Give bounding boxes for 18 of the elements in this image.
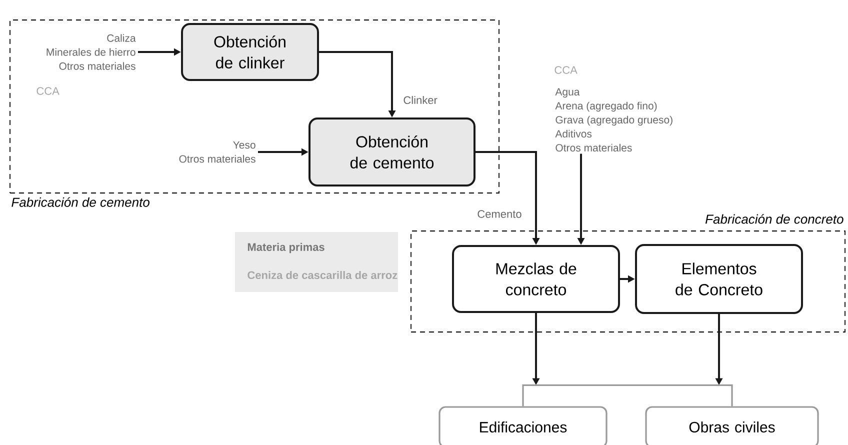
input-list: Caliza Minerales de hierro Otros materiales (46, 34, 136, 70)
result-box: Edificaciones (438, 406, 608, 445)
connector-line (522, 384, 733, 406)
process-box: Obtención de clinker (181, 23, 319, 81)
material-label: CCA (554, 66, 578, 74)
edge-label: Clinker (402, 94, 438, 106)
input-list: Yeso Otros materiales (179, 141, 256, 163)
legend-entry: Materia primas (248, 242, 324, 254)
process-box: Obtención de cemento (308, 118, 476, 186)
legend-entry: Ceniza de cascarilla de arroz (248, 270, 398, 280)
result-box: Obras civiles (645, 406, 819, 445)
material-label: CCA (36, 87, 60, 95)
process-box: Elementos de Concreto (635, 244, 803, 314)
input-list: Agua Arena (agregado fino) Grava (agregado grueso) Aditivos Otros materiales (555, 88, 672, 152)
process-box: Mezclas de concreto (452, 245, 620, 313)
node-label: Fabricación de concreto (705, 214, 844, 224)
node-label: Fabricación de cemento (12, 197, 150, 207)
edge-label: Cemento (476, 209, 523, 219)
